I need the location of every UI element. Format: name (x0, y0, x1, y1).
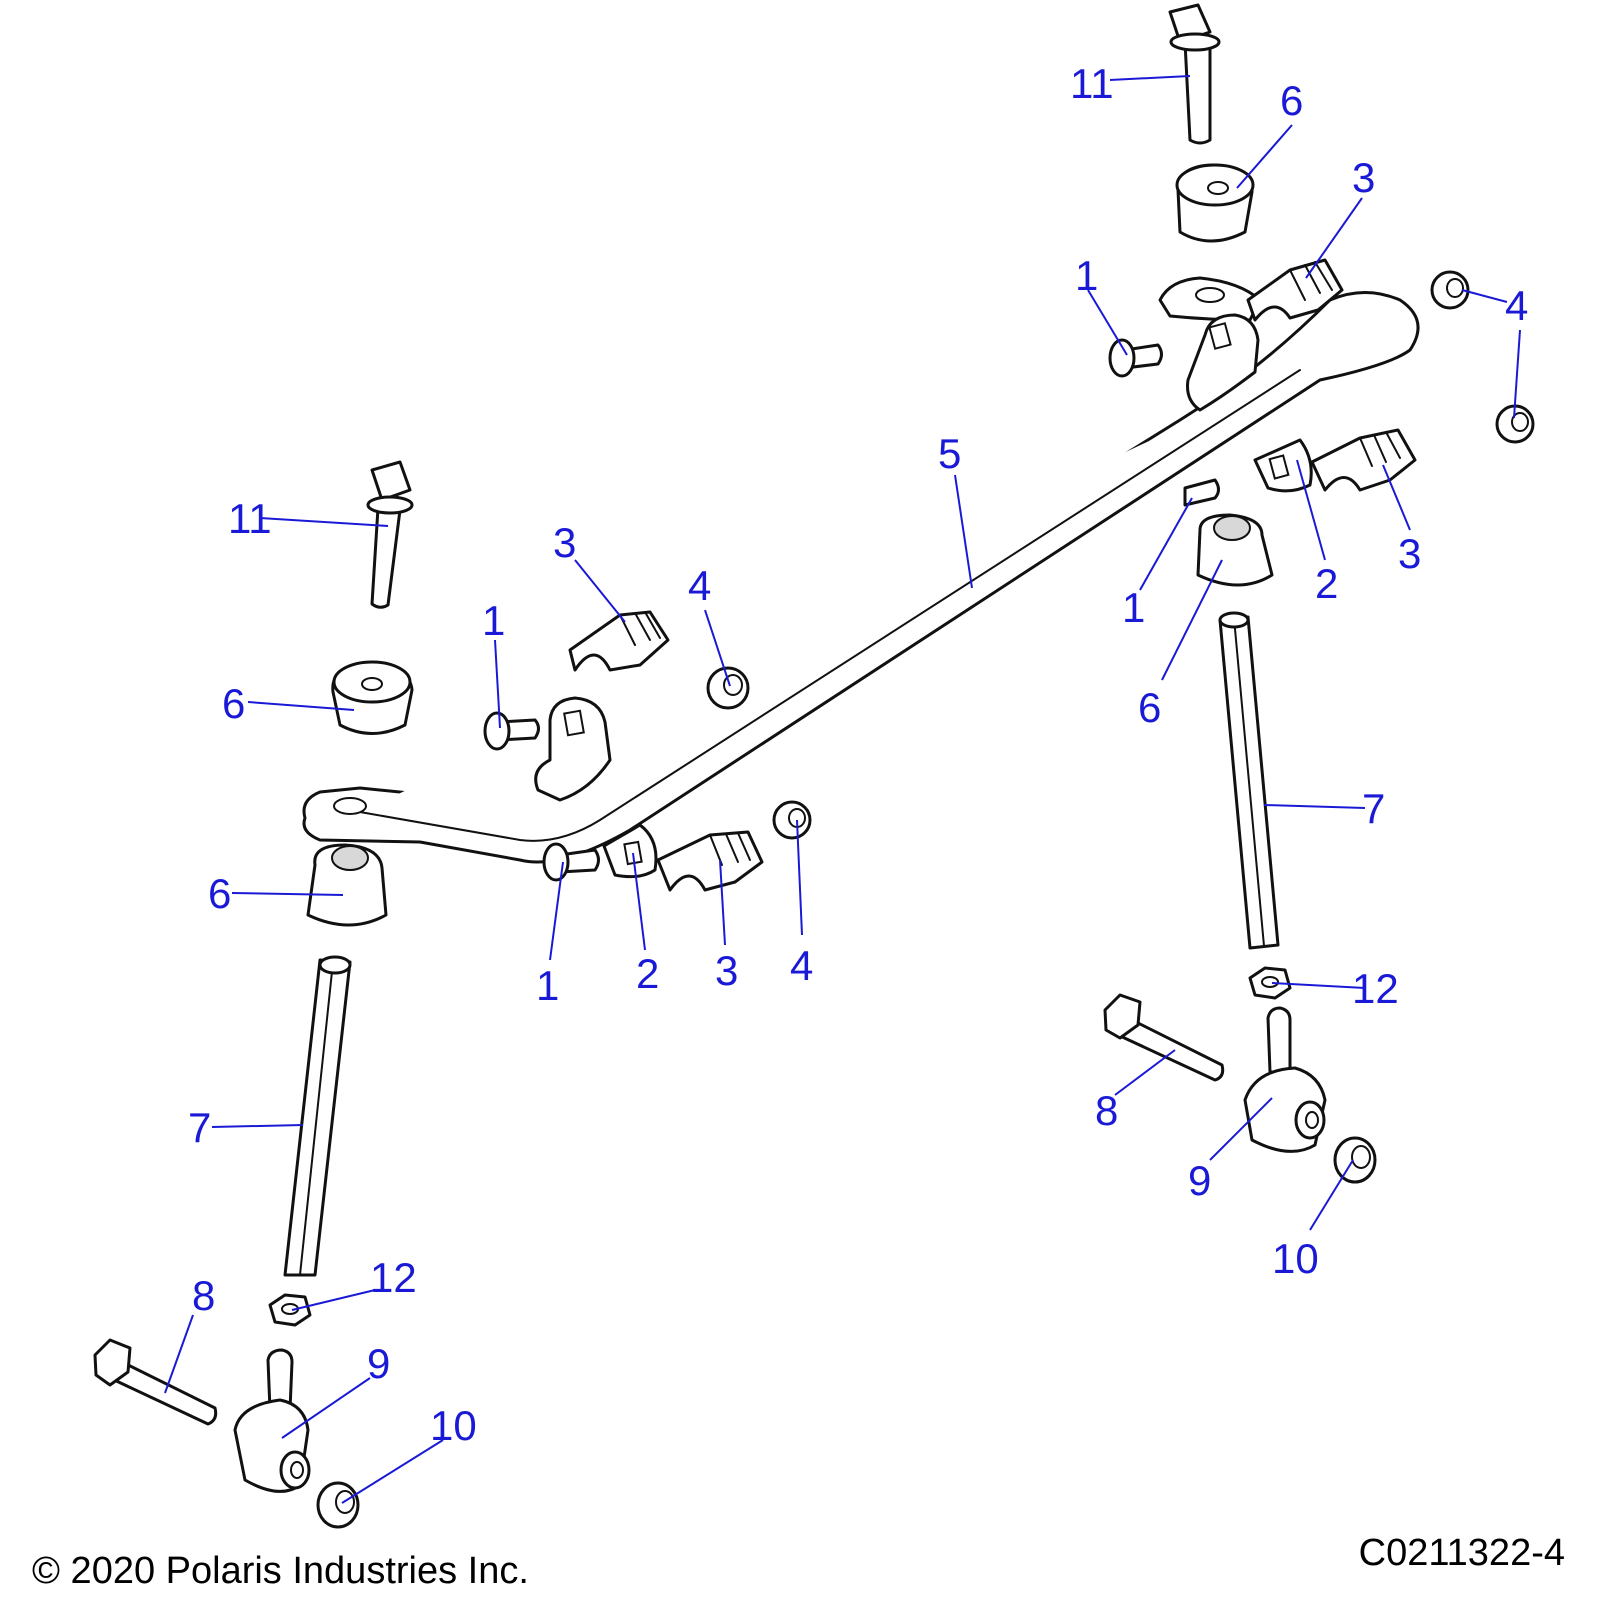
bolt-lower-left (93, 1338, 218, 1426)
callout-12: 12 (1352, 965, 1399, 1012)
flange-nut-upper-right (1430, 270, 1470, 310)
bushing-upper-left (331, 660, 414, 735)
bushing-clamp-lower-right (1310, 428, 1417, 492)
bolt-upper-right (1168, 3, 1221, 145)
callout-3: 3 (1398, 530, 1421, 577)
drawing-number: C0211322-4 (1359, 1532, 1565, 1574)
flange-nut-lower-left (772, 800, 812, 840)
callout-8: 8 (192, 1272, 215, 1319)
bushing-clamp-upper-right (1246, 258, 1344, 322)
callout-2: 2 (636, 950, 659, 997)
callout-4: 4 (1505, 282, 1528, 329)
callout-1: 1 (536, 962, 559, 1009)
callout-10: 10 (430, 1402, 477, 1449)
hex-nut-left (268, 1293, 312, 1327)
callout-6: 6 (1138, 684, 1161, 731)
end-link-left (233, 1348, 311, 1493)
leader-lines (164, 75, 1521, 1504)
callout-2: 2 (1315, 560, 1338, 607)
callout-5: 5 (938, 430, 961, 477)
callout-labels: 11 6 3 4 1 5 11 3 1 4 6 1 2 3 6 7 6 1 2 … (188, 60, 1528, 1449)
copyright-text: © 2020 Polaris Industries Inc. (32, 1550, 529, 1592)
flange-nut-end-left (316, 1481, 360, 1529)
callout-1: 1 (482, 597, 505, 644)
bolt-upper-left (366, 460, 414, 609)
callout-3: 3 (553, 519, 576, 566)
flange-nut-end-right (1333, 1136, 1377, 1184)
carriage-bolt-upper-left (483, 711, 540, 751)
callout-7: 7 (1362, 785, 1385, 832)
bar-end-hole-left (333, 797, 367, 815)
callout-3: 3 (1352, 154, 1375, 201)
bushing-upper-right (1175, 163, 1255, 243)
callout-3: 3 (715, 947, 738, 994)
bushing-lower-right (1196, 513, 1274, 587)
callout-4: 4 (688, 562, 711, 609)
bushing-clamp-upper-left (568, 610, 670, 672)
end-link-right (1243, 1006, 1327, 1153)
callout-10: 10 (1272, 1235, 1319, 1282)
hex-nut-right (1248, 966, 1292, 1000)
callout-6: 6 (208, 870, 231, 917)
callout-8: 8 (1095, 1087, 1118, 1134)
callout-1: 1 (1075, 252, 1098, 299)
bushing-lower-left (306, 843, 388, 927)
bar-end-hole-right (1195, 287, 1225, 303)
callout-4: 4 (790, 942, 813, 989)
link-left (283, 955, 352, 1277)
flange-nut-upper-left (706, 666, 750, 710)
callout-6: 6 (222, 680, 245, 727)
callout-6: 6 (1280, 77, 1303, 124)
bolt-lower-right (1103, 993, 1225, 1082)
callout-9: 9 (367, 1340, 390, 1387)
clamp-left (534, 696, 658, 879)
clamp-right (1186, 313, 1313, 493)
callout-9: 9 (1188, 1157, 1211, 1204)
carriage-bolt-lower-right (1183, 478, 1220, 507)
bushing-clamp-lower-left (656, 830, 764, 892)
callout-7: 7 (188, 1104, 211, 1151)
callout-11: 11 (1070, 60, 1114, 107)
callout-12: 12 (370, 1254, 417, 1301)
link-right (1218, 611, 1280, 950)
carriage-bolt-upper-right (1108, 338, 1163, 378)
callout-1: 1 (1122, 584, 1145, 631)
callout-11: 11 (228, 495, 272, 542)
